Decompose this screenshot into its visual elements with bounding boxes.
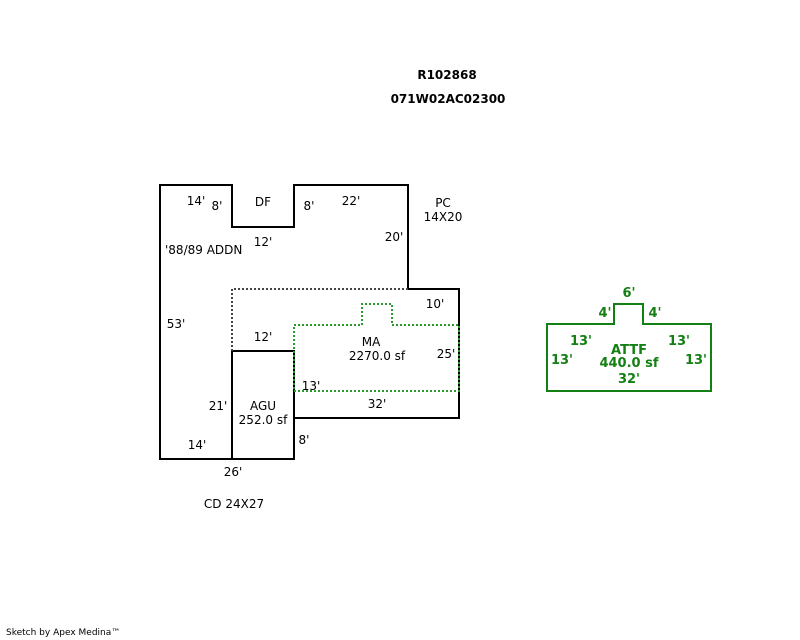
- addition-divider: [231, 288, 408, 351]
- attf-outline: [546, 303, 712, 392]
- dim-label: 6': [622, 286, 635, 301]
- dim-label: 8': [212, 199, 223, 213]
- parcel-number: 071W02AC02300: [391, 92, 506, 106]
- dim-label: 20': [385, 230, 404, 244]
- dim-label: 8': [299, 433, 310, 447]
- main-outline: [159, 184, 460, 460]
- dim-label: 13': [551, 353, 573, 368]
- dim-label: 22': [342, 194, 361, 208]
- dim-label: 26': [224, 465, 243, 479]
- ma-outline: [293, 303, 460, 392]
- dim-label: 14': [188, 438, 207, 452]
- dim-label: 12': [254, 235, 273, 249]
- area-label-addition: '88/89 ADDN: [165, 243, 242, 257]
- area-label-ma: MA: [362, 335, 381, 349]
- area-size-attf: 440.0 sf: [599, 356, 658, 371]
- area-label-attf: ATTF: [611, 343, 647, 358]
- account-number: R102868: [417, 68, 476, 82]
- dim-label: 32': [618, 372, 640, 387]
- dim-label: 13': [302, 379, 321, 393]
- dim-label: 14': [187, 194, 206, 208]
- agu-outline: [231, 350, 295, 460]
- dim-label: 4': [648, 306, 661, 321]
- dim-label: 13': [685, 353, 707, 368]
- dim-label: 8': [304, 199, 315, 213]
- area-size-agu: 252.0 sf: [239, 413, 288, 427]
- dim-label: 32': [368, 397, 387, 411]
- dim-label: 13': [570, 334, 592, 349]
- area-label-pc: PC: [435, 196, 451, 210]
- sketch-credit: Sketch by Apex Medina™: [6, 628, 121, 638]
- dim-label: 53': [167, 317, 186, 331]
- dim-label: 10': [426, 297, 445, 311]
- area-size-pc: 14X20: [424, 210, 463, 224]
- dim-label: 21': [209, 399, 228, 413]
- area-size-ma: 2270.0 sf: [349, 349, 406, 363]
- area-label-agu: AGU: [250, 399, 276, 413]
- dim-label: 25': [437, 347, 456, 361]
- dim-label: 13': [668, 334, 690, 349]
- area-label-cd: CD 24X27: [204, 497, 264, 511]
- dim-label: 12': [254, 330, 273, 344]
- area-label-df: DF: [255, 195, 271, 209]
- dim-label: 4': [598, 306, 611, 321]
